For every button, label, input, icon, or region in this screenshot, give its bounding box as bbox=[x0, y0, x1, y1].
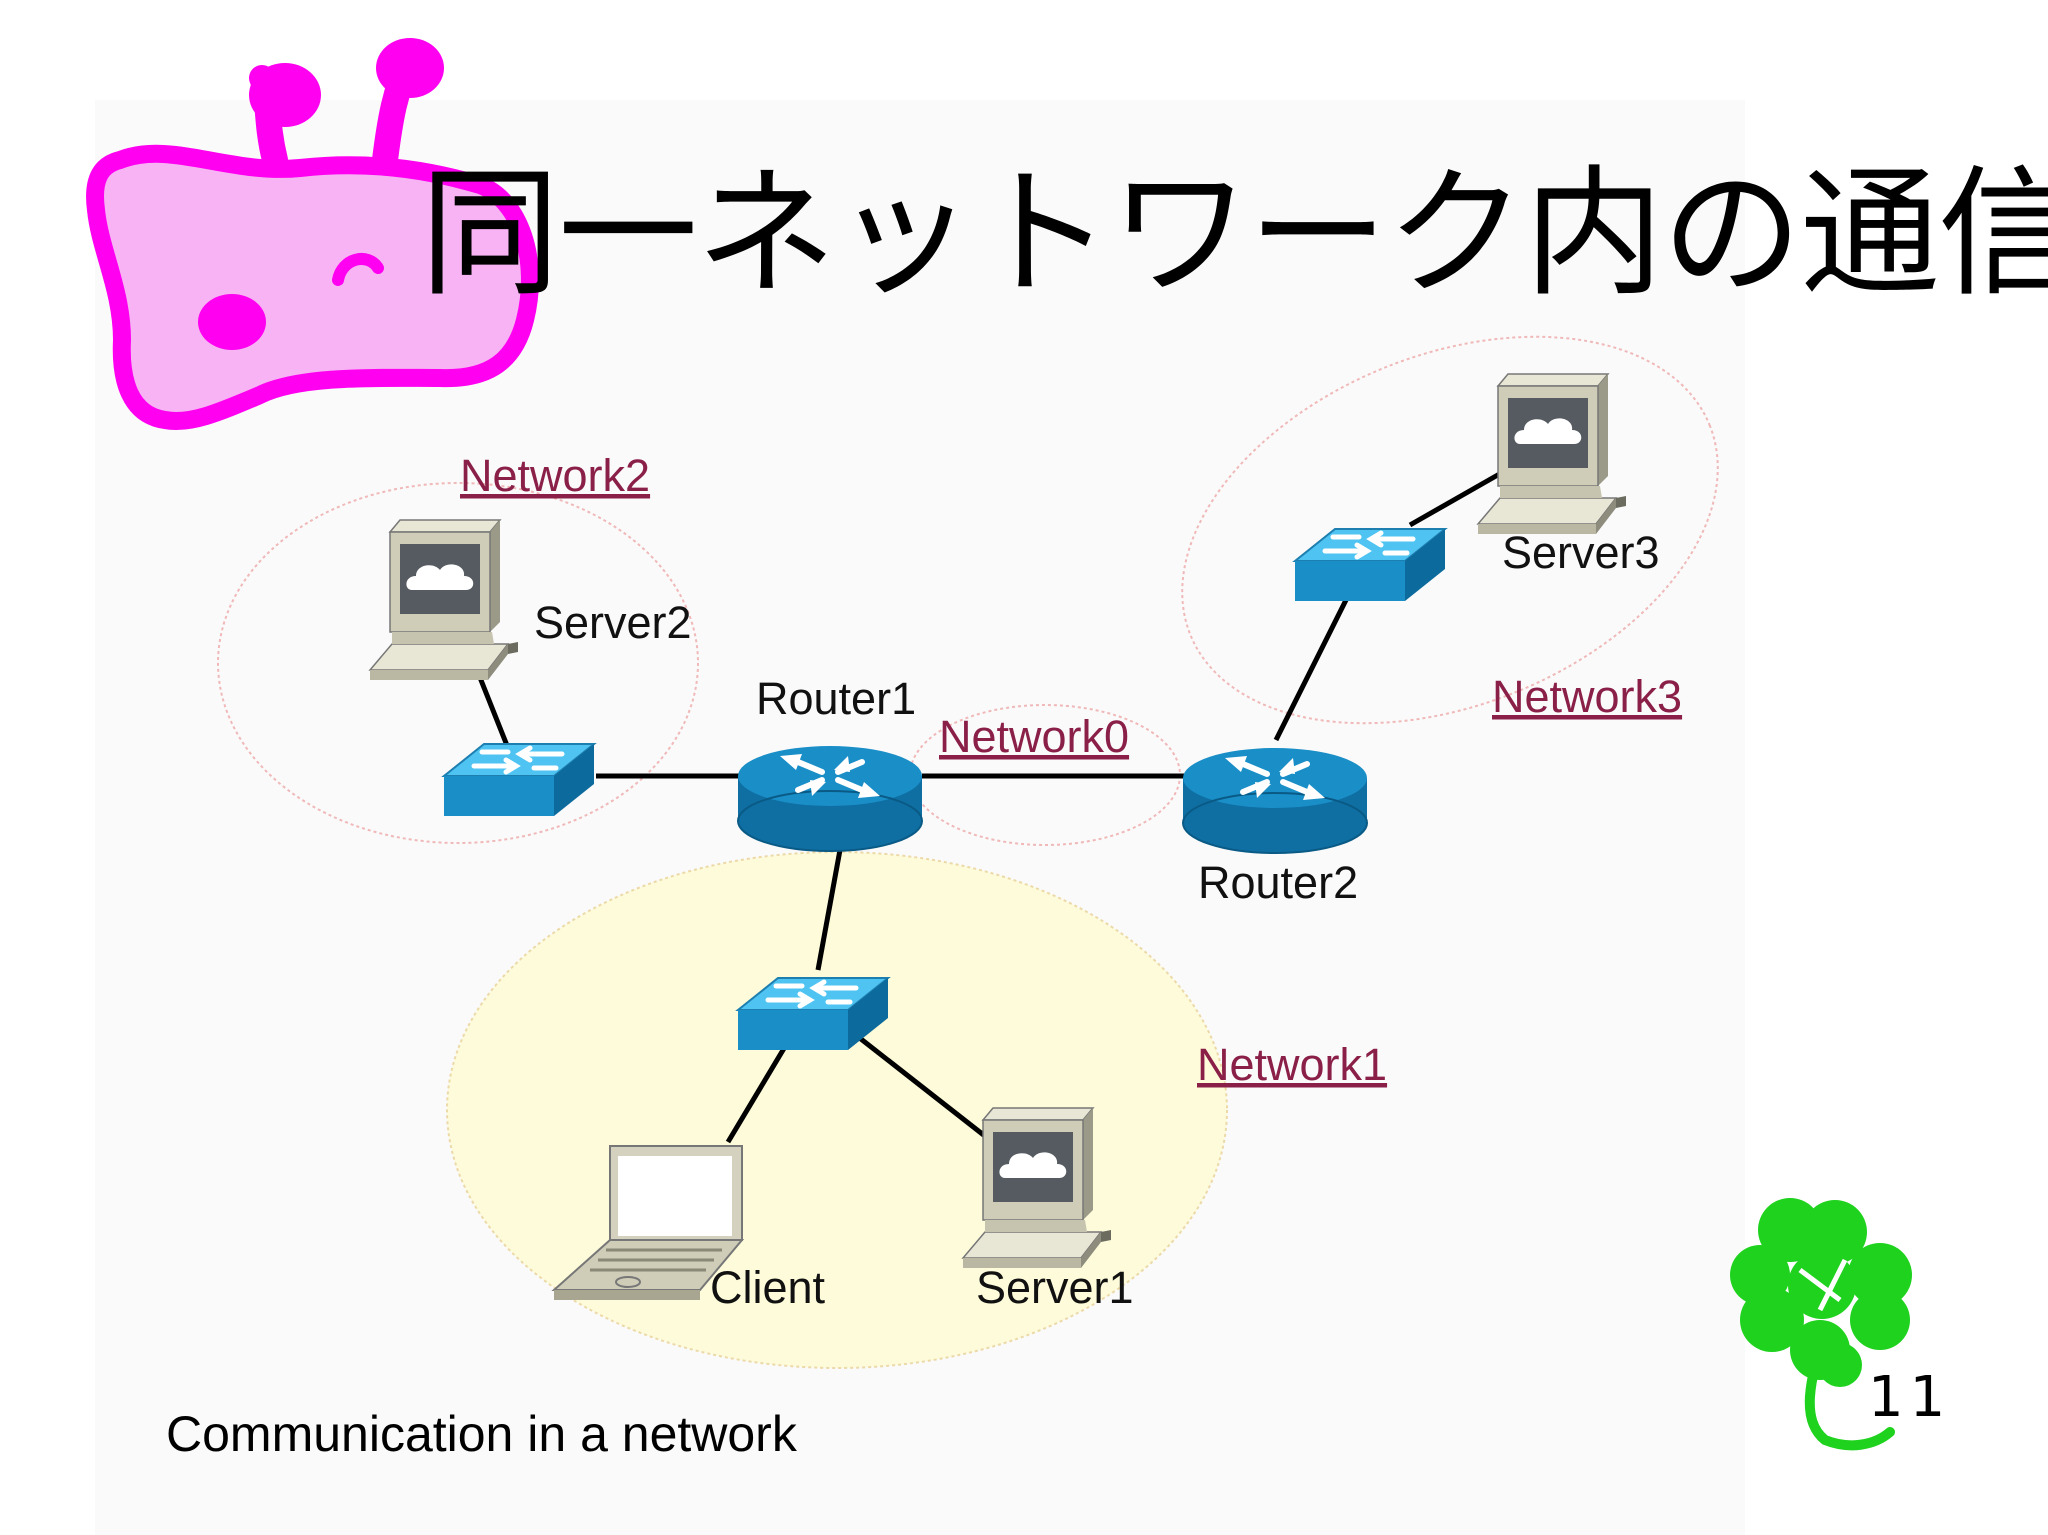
link-switch3-server3 bbox=[1408, 465, 1512, 528]
link-router2-switch3 bbox=[1273, 590, 1353, 742]
router1-icon bbox=[738, 746, 922, 851]
switch2-icon bbox=[444, 744, 594, 816]
router2-icon bbox=[1183, 748, 1367, 853]
router2-label: Router2 bbox=[1198, 857, 1358, 908]
link-switch1-server1 bbox=[850, 1030, 992, 1142]
server1-label: Server1 bbox=[976, 1262, 1134, 1313]
server1-icon bbox=[962, 1107, 1112, 1269]
slide-title: 同一ネットワーク内の通信 bbox=[420, 153, 2048, 316]
server2-label: Server2 bbox=[534, 597, 692, 648]
link-router1-switch1 bbox=[815, 849, 843, 971]
network3-boundary bbox=[1181, 335, 1719, 725]
client-label: Client bbox=[710, 1262, 826, 1313]
server3-icon bbox=[1477, 373, 1627, 535]
server3-label: Server3 bbox=[1502, 527, 1660, 578]
giraffe-mascot-icon bbox=[86, 38, 539, 431]
laptop-icon bbox=[551, 1145, 745, 1300]
network0-link[interactable]: Network0 bbox=[939, 711, 1129, 762]
network3-link[interactable]: Network3 bbox=[1492, 671, 1682, 722]
server2-icon bbox=[369, 519, 519, 681]
router1-label: Router1 bbox=[756, 673, 916, 724]
slide-caption: Communication in a network bbox=[166, 1406, 797, 1462]
link-switch1-client bbox=[725, 1033, 795, 1144]
switch3-icon bbox=[1295, 529, 1445, 601]
network2-boundary bbox=[217, 482, 699, 844]
network1-link[interactable]: Network1 bbox=[1197, 1039, 1387, 1090]
network2-link[interactable]: Network2 bbox=[460, 450, 650, 501]
page-number: 11 bbox=[1868, 1365, 1952, 1430]
four-leaf-clover-icon bbox=[1730, 1198, 1912, 1451]
